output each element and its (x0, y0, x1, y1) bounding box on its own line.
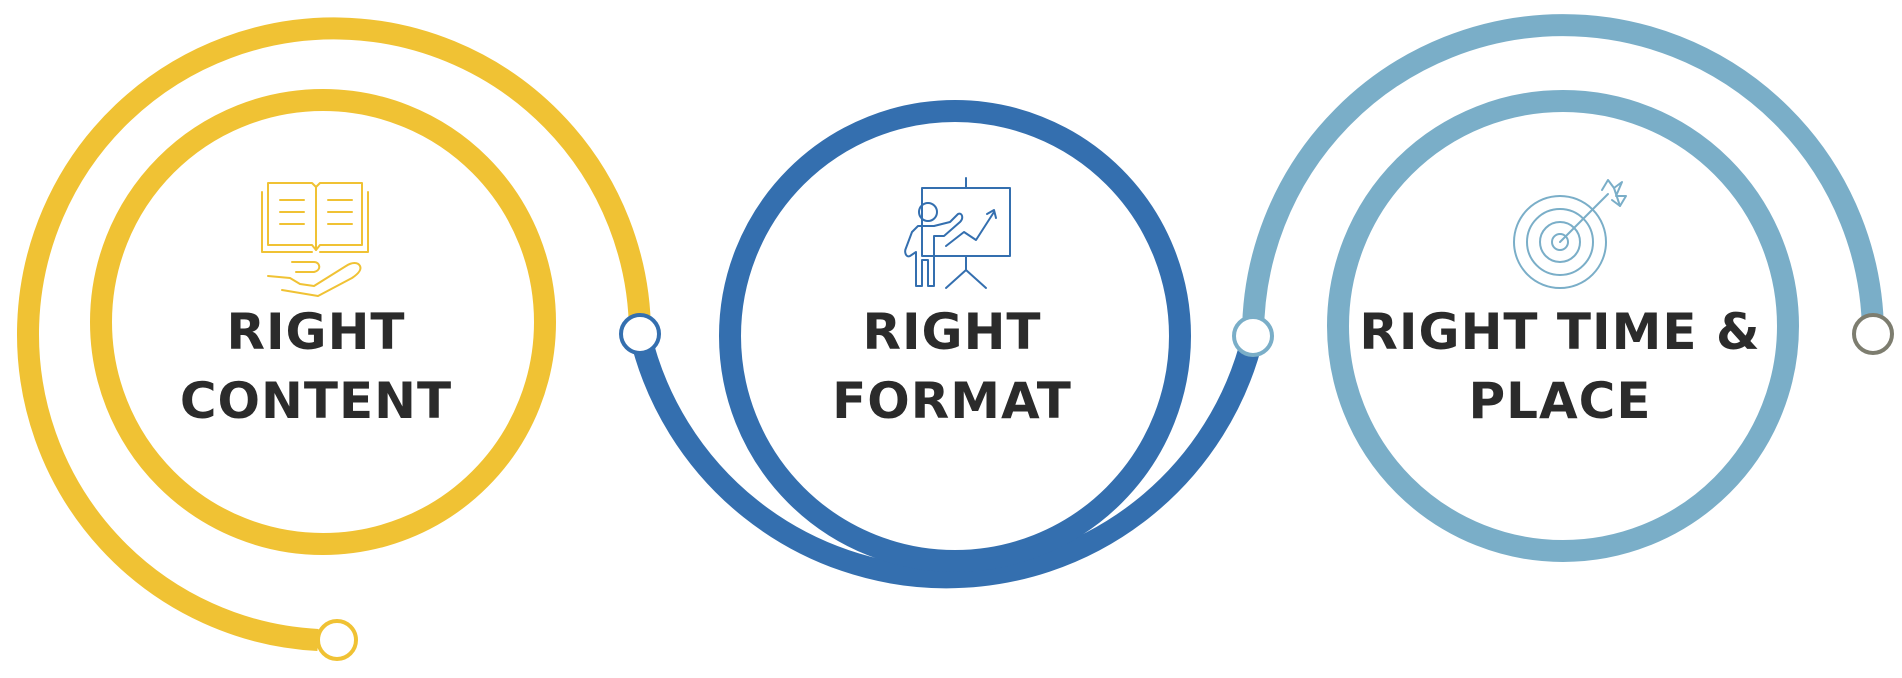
content-end-dot (316, 619, 358, 661)
content-label-line1: RIGHT (226, 303, 405, 361)
format-outer-arc (629, 331, 1264, 589)
time-place-label-line2: PLACE (1468, 372, 1651, 430)
time-place-end-dot (1852, 313, 1894, 355)
time-place-label-line1: RIGHT TIME & (1359, 303, 1760, 361)
section-right-time-place: RIGHT TIME & PLACE (1232, 14, 1894, 562)
format-time-connector (1232, 315, 1274, 357)
content-format-connector (619, 313, 661, 355)
target-arrow-icon (1513, 179, 1627, 289)
content-inner-ring (90, 89, 556, 555)
format-inner-ring (719, 100, 1191, 572)
time-place-inner-ring (1327, 90, 1799, 562)
presentation-board-icon (904, 177, 1011, 289)
content-label-line2: CONTENT (180, 372, 452, 430)
open-book-hand-icon (261, 182, 369, 297)
content-outer-arc (17, 17, 651, 651)
section-right-format: RIGHT FORMAT (619, 100, 1264, 589)
section-right-content: RIGHT CONTENT (17, 17, 651, 661)
format-label-line2: FORMAT (832, 372, 1072, 430)
format-label-line1: RIGHT (862, 303, 1041, 361)
time-place-outer-arc (1241, 14, 1884, 337)
